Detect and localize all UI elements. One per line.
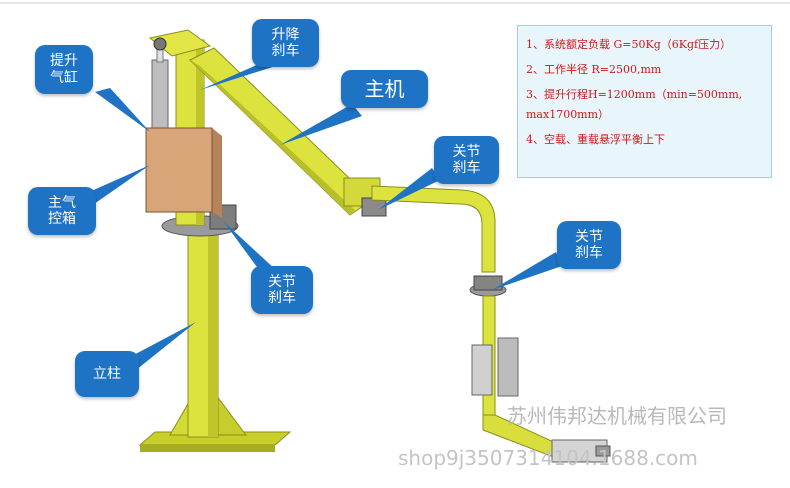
main-arm-shade	[190, 60, 356, 215]
callout-joint-brake-right-line2: 刹车	[575, 245, 603, 261]
tool-controller	[471, 344, 493, 396]
base-plate-front	[140, 445, 275, 452]
callout-lift-cylinder-line2: 气缸	[50, 69, 78, 86]
callout-main-unit-line1: 主机	[364, 76, 405, 101]
top-pivot	[153, 37, 167, 51]
spec-line-3: 3、提升行程H=1200mm（min=500mm,	[526, 88, 743, 101]
spec-box: 1、系统额定负载 G=50Kg（6Kgf压力） 2、工作半径 R=2500,mm…	[517, 25, 772, 178]
forearm	[371, 185, 496, 273]
callout-column-line1: 立柱	[93, 365, 121, 382]
spec-line-5: 4、空载、重载悬浮平衡上下	[526, 133, 665, 146]
company-watermark: 苏州伟邦达机械有限公司	[507, 404, 727, 428]
gripper-jaw	[595, 445, 611, 457]
air-box-side	[212, 128, 222, 218]
pointer-joint-brake-mid	[378, 168, 440, 210]
pointer-column	[128, 322, 196, 370]
callout-joint-brake-mid-line1: 关节	[452, 143, 481, 160]
shop-url-watermark: shop9j3507314104.1688.com	[398, 446, 698, 470]
callout-lift-brake-line1: 升降	[271, 26, 300, 43]
top-link	[148, 29, 212, 57]
tool-cylinder	[497, 337, 519, 397]
base-gusset-right	[215, 393, 247, 436]
callout-main-air-box-line2: 控箱	[48, 211, 76, 227]
callout-joint-brake-base-line1: 关节	[268, 273, 296, 290]
spec-line-4: max1700mm）	[526, 108, 610, 121]
air-box	[145, 127, 213, 213]
callout-joint-brake-right-line1: 关节	[575, 228, 603, 245]
pointer-lift-brake	[200, 60, 282, 90]
spec-line-2: 2、工作半径 R=2500,mm	[526, 63, 662, 76]
callout-column: 立柱	[75, 351, 139, 397]
pointer-air-box	[80, 165, 150, 204]
callout-joint-brake-base: 关节 刹车	[251, 266, 313, 314]
callout-lift-brake: 升降 刹车	[252, 19, 319, 67]
pointer-main-unit	[280, 104, 362, 145]
callout-joint-brake-right: 关节 刹车	[557, 221, 621, 269]
callout-main-air-box: 主气 控箱	[28, 187, 96, 235]
pointer-joint-brake-base	[224, 222, 276, 274]
callout-lift-cylinder-line1: 提升	[50, 53, 78, 70]
callout-joint-brake-mid: 关节 刹车	[434, 136, 499, 184]
lift-cylinder-body	[151, 59, 169, 131]
wrist-brake	[473, 275, 503, 291]
callout-lift-brake-line2: 刹车	[271, 43, 300, 59]
spec-line-1: 1、系统额定负载 G=50Kg（6Kgf压力）	[526, 38, 732, 51]
callout-joint-brake-base-line2: 刹车	[268, 290, 296, 306]
callout-main-unit: 主机	[341, 70, 428, 108]
pointer-joint-brake-right	[492, 252, 562, 290]
pointer-lift-cylinder	[95, 88, 150, 132]
callout-lift-cylinder: 提升 气缸	[35, 45, 93, 94]
callout-main-air-box-line1: 主气	[48, 194, 76, 211]
column-shaft-shade	[208, 232, 218, 437]
callout-joint-brake-mid-line2: 刹车	[452, 160, 481, 176]
